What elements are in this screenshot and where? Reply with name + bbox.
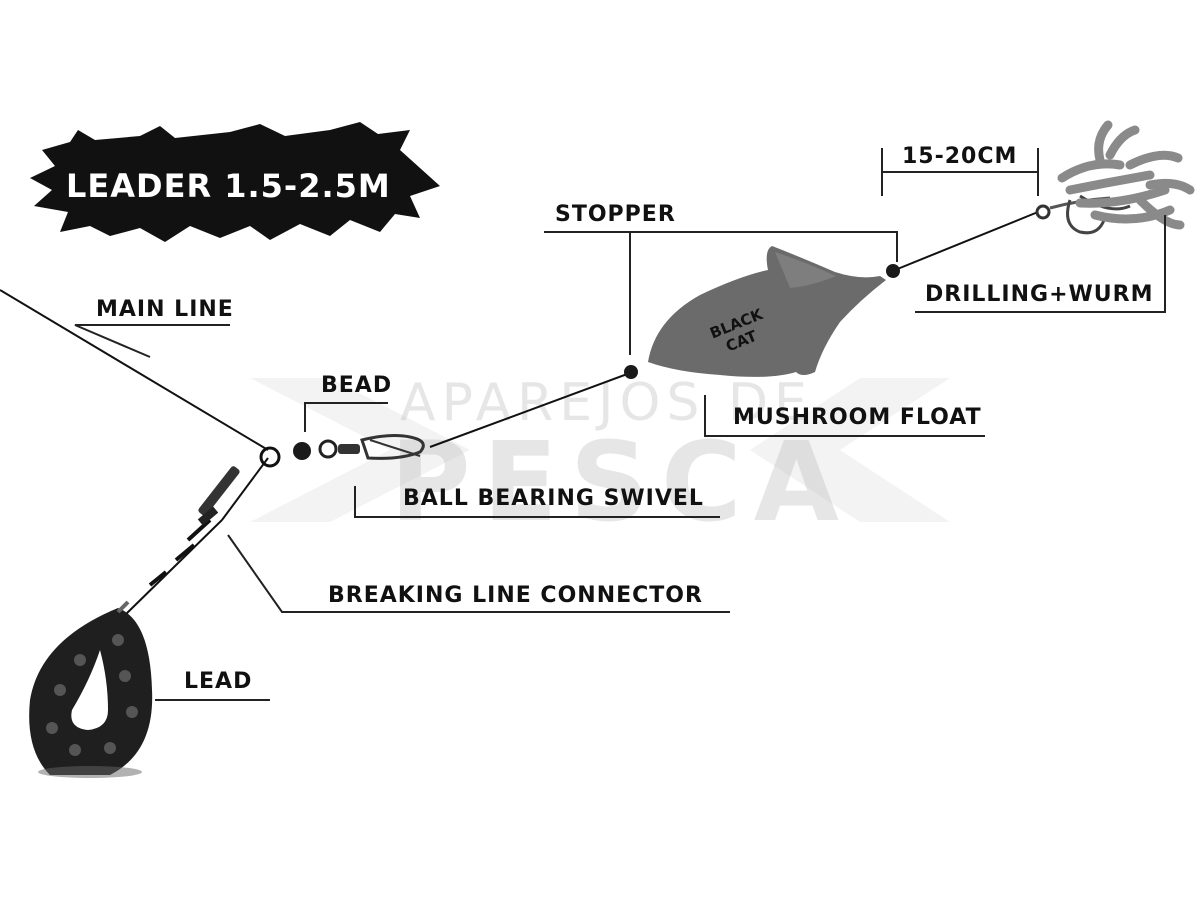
callout-bead (304, 402, 388, 432)
breaking-line-connector (148, 506, 219, 587)
bead (293, 442, 311, 460)
leader-banner: LEADER 1.5-2.5M (30, 122, 440, 242)
line-to-hook (894, 211, 1039, 271)
ball-bearing-swivel (318, 434, 425, 460)
watermark-k-shape (750, 378, 950, 522)
lead-arm (124, 457, 269, 616)
label-breaking-line-connector: BREAKING LINE CONNECTOR (328, 583, 703, 608)
callouts (74, 148, 1166, 701)
label-hook-length: 15-20CM (902, 144, 1017, 169)
label-bead: BEAD (321, 373, 392, 398)
label-ball-bearing-swivel: BALL BEARING SWIVEL (403, 486, 704, 511)
label-main-line: MAIN LINE (96, 297, 234, 322)
banner-brush-shape (30, 122, 440, 242)
callout-mushroom-float (704, 395, 985, 437)
mushroom-float: BLACK CAT (648, 246, 886, 377)
float-highlight (775, 252, 836, 288)
stopper-bead-upper (886, 264, 900, 278)
callout-breaking-connector (227, 534, 730, 613)
callout-drilling-worm (915, 215, 1166, 313)
ring (259, 446, 281, 468)
label-mushroom-float: MUSHROOM FLOAT (733, 405, 982, 430)
drilling-worm (1035, 120, 1195, 235)
line-to-float (429, 372, 631, 448)
callout-main-line (74, 324, 230, 358)
callout-stopper (629, 231, 898, 355)
main-line (0, 289, 269, 451)
label-lead: LEAD (184, 669, 252, 694)
callout-swivel (354, 486, 720, 518)
lead-weight (29, 600, 153, 778)
label-stopper: STOPPER (555, 202, 676, 227)
label-drilling-worm: DRILLING+WURM (925, 282, 1153, 307)
float-body (648, 246, 886, 377)
lead-hole (71, 650, 108, 730)
watermark-x-shape (250, 378, 470, 522)
stopper-bead-lower (624, 365, 638, 379)
watermark-line-2: PESCA (390, 418, 851, 546)
watermark: APAREJOS DE PESCA (250, 373, 950, 546)
banner-title: LEADER 1.5-2.5M (66, 167, 391, 205)
